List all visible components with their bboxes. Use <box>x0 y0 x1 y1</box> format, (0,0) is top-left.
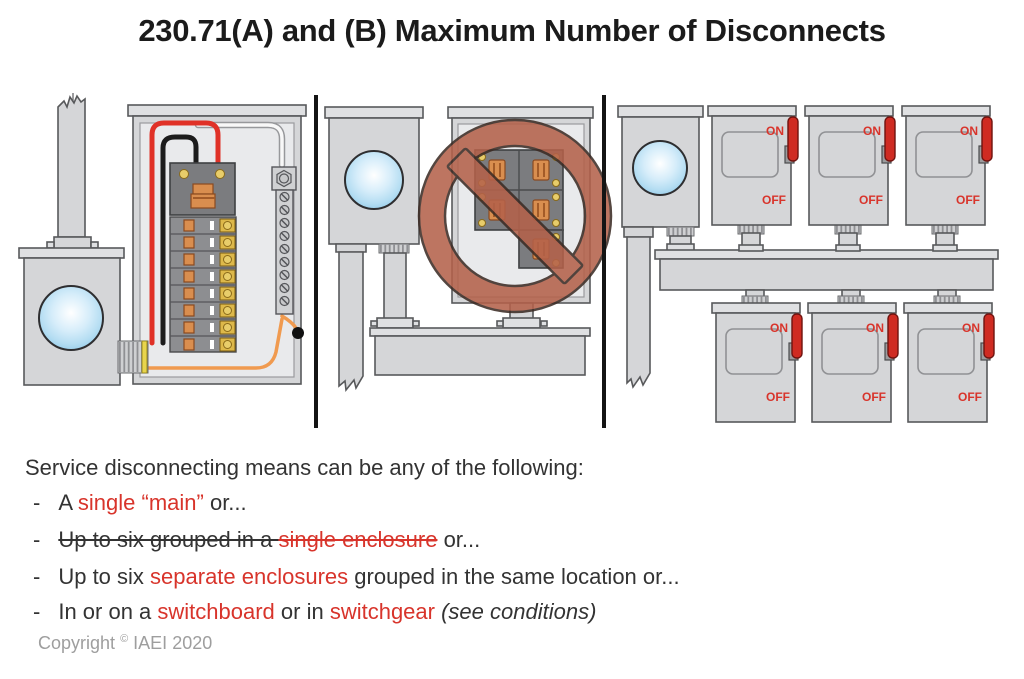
electric-meter <box>18 247 125 386</box>
neutral-bar <box>271 166 297 315</box>
bullet-single-enclosure: -Up to six grouped in a single enclosure… <box>33 527 480 553</box>
label-plate <box>917 328 975 375</box>
text-segment: Service disconnecting means can be any o… <box>25 455 584 480</box>
text-segment: grouped in the same location or... <box>348 564 680 589</box>
text-segment: (see conditions) <box>441 599 597 624</box>
text-segment: or... <box>203 490 247 515</box>
branch-breaker <box>170 318 236 335</box>
text-segment: switchboard <box>157 599 275 624</box>
off-label: OFF <box>762 193 786 207</box>
service-mast <box>46 93 99 251</box>
conduit-nipple <box>117 340 149 374</box>
electric-meter <box>617 105 704 389</box>
bullet-single-main: -A single “main” or... <box>33 490 247 516</box>
disconnect-handle <box>884 116 896 162</box>
branch-breaker <box>170 335 236 352</box>
disconnects-illustration: ON OFF ON OFF <box>18 93 999 428</box>
text-segment: single “main” <box>77 490 204 515</box>
label-plate <box>721 131 779 178</box>
mounting-plinth <box>369 327 591 376</box>
disconnect-enclosure-3: ON OFF <box>901 105 993 252</box>
text-segment: Up to six grouped in a <box>58 527 279 552</box>
electric-meter <box>324 106 424 393</box>
disconnect-enclosure-2: ON OFF <box>804 105 896 252</box>
on-label: ON <box>866 321 884 335</box>
single-enclosure-scene <box>324 106 613 393</box>
disconnect-enclosure-6: ON OFF <box>903 289 995 423</box>
copyright-line: Copyright © IAEI 2020 <box>38 633 212 654</box>
meter-dial <box>344 150 404 210</box>
bullet-separate-enclosures: -Up to six separate enclosures grouped i… <box>33 564 680 590</box>
bullet-dash: - <box>33 564 41 589</box>
service-conduit <box>626 236 651 389</box>
copyright-symbol: © <box>120 633 129 645</box>
text-segment: separate enclosures <box>150 564 349 589</box>
text-segment: In or on a <box>58 599 158 624</box>
bullet-dash: - <box>33 490 41 515</box>
on-label: ON <box>962 321 980 335</box>
text-segment: A <box>58 490 78 515</box>
off-label: OFF <box>859 193 883 207</box>
single-main-scene <box>18 93 307 386</box>
branch-breakers <box>169 216 237 353</box>
disconnect-handle <box>787 116 799 162</box>
label-plate <box>821 328 879 375</box>
disconnect-handle <box>981 116 993 162</box>
no-symbol-icon <box>417 118 613 314</box>
off-label: OFF <box>862 390 886 404</box>
disconnect-handle <box>887 313 899 359</box>
ground-dot <box>292 327 304 339</box>
main-breaker <box>169 162 236 216</box>
branch-breaker <box>170 267 236 284</box>
text-segment: IAEI 2020 <box>128 633 213 653</box>
disconnect-enclosure-4: ON OFF <box>711 289 803 423</box>
off-label: OFF <box>956 193 980 207</box>
page-title: 230.71(A) and (B) Maximum Number of Disc… <box>138 13 886 48</box>
disconnect-enclosure-1: ON OFF <box>707 105 799 252</box>
label-plate <box>818 131 876 178</box>
on-label: ON <box>960 124 978 138</box>
on-label: ON <box>770 321 788 335</box>
disconnect-handle <box>791 313 803 359</box>
branch-breaker <box>170 301 236 318</box>
text-segment: or... <box>437 527 481 552</box>
label-plate <box>725 328 783 375</box>
on-label: ON <box>863 124 881 138</box>
text-segment: or in <box>274 599 330 624</box>
branch-breaker <box>170 284 236 301</box>
text-segment: switchgear <box>329 599 435 624</box>
separate-enclosures-scene: ON OFF ON OFF <box>617 105 999 423</box>
branch-breaker <box>183 218 236 233</box>
main-panel-enclosure <box>117 104 307 385</box>
bullet-switchboard-switchgear: -In or on a switchboard or in switchgear… <box>33 599 596 625</box>
wireway <box>654 249 999 291</box>
meter-dial <box>38 285 104 351</box>
service-wires <box>146 120 304 370</box>
on-label: ON <box>766 124 784 138</box>
bullet-dash: - <box>33 599 41 624</box>
branch-breaker <box>170 250 236 267</box>
off-label: OFF <box>958 390 982 404</box>
disconnect-enclosure-5: ON OFF <box>807 289 899 423</box>
branch-breaker <box>170 233 236 250</box>
text-segment: Up to six <box>58 564 151 589</box>
off-label: OFF <box>766 390 790 404</box>
service-conduit <box>338 251 364 393</box>
text-segment: Copyright <box>38 633 116 653</box>
lead-sentence: Service disconnecting means can be any o… <box>25 455 584 481</box>
meter-dial <box>632 140 688 196</box>
bullet-dash: - <box>33 527 41 552</box>
disconnect-handle <box>983 313 995 359</box>
text-segment: single enclosure <box>278 527 438 552</box>
label-plate <box>915 131 973 178</box>
